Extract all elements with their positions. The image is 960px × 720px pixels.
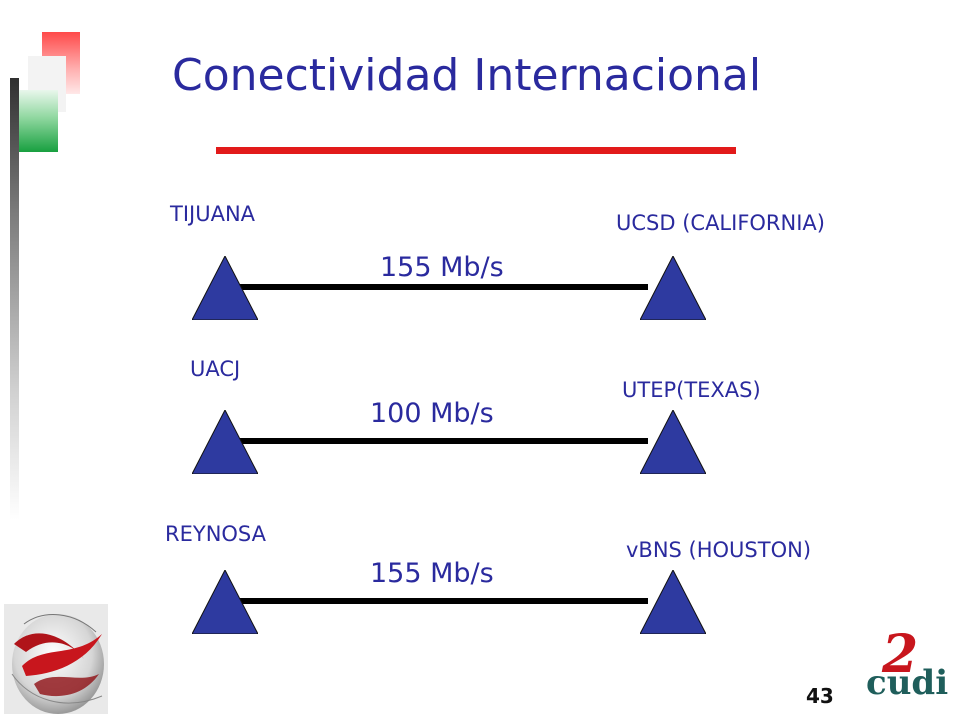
cudi-logo-mark: 2	[881, 628, 918, 685]
triangle-node-uacj	[192, 410, 258, 474]
triangle-node-utep	[640, 410, 706, 474]
title-underline	[216, 147, 736, 154]
triangle-node-reynosa	[192, 570, 258, 634]
link-speed-1: 155 Mb/s	[380, 252, 504, 283]
site-label-uacj: UACJ	[190, 357, 241, 381]
cudi-logo: 2 cudi	[866, 628, 948, 703]
link-speed-2: 100 Mb/s	[370, 398, 494, 429]
link-line-3	[240, 598, 648, 604]
link-speed-3: 155 Mb/s	[370, 558, 494, 589]
triangle-node-vbns	[640, 570, 706, 634]
slide-title: Conectividad Internacional	[172, 50, 762, 101]
link-line-1	[240, 284, 648, 290]
site-label-reynosa: REYNOSA	[165, 522, 267, 546]
page-number: 43	[806, 684, 834, 708]
decorative-sphere-image	[4, 604, 108, 714]
triangle-node-ucsd	[640, 256, 706, 320]
site-label-utep: UTEP(TEXAS)	[622, 378, 761, 402]
cudi-logo-text: cudi	[866, 663, 948, 703]
site-label-tijuana: TIJUANA	[170, 202, 256, 226]
triangle-node-tijuana	[192, 256, 258, 320]
site-label-vbns: vBNS (HOUSTON)	[626, 538, 812, 562]
site-label-ucsd: UCSD (CALIFORNIA)	[616, 211, 825, 235]
decor-green-square	[16, 90, 58, 152]
link-line-2	[240, 438, 648, 444]
decor-vertical-bar	[10, 78, 19, 520]
